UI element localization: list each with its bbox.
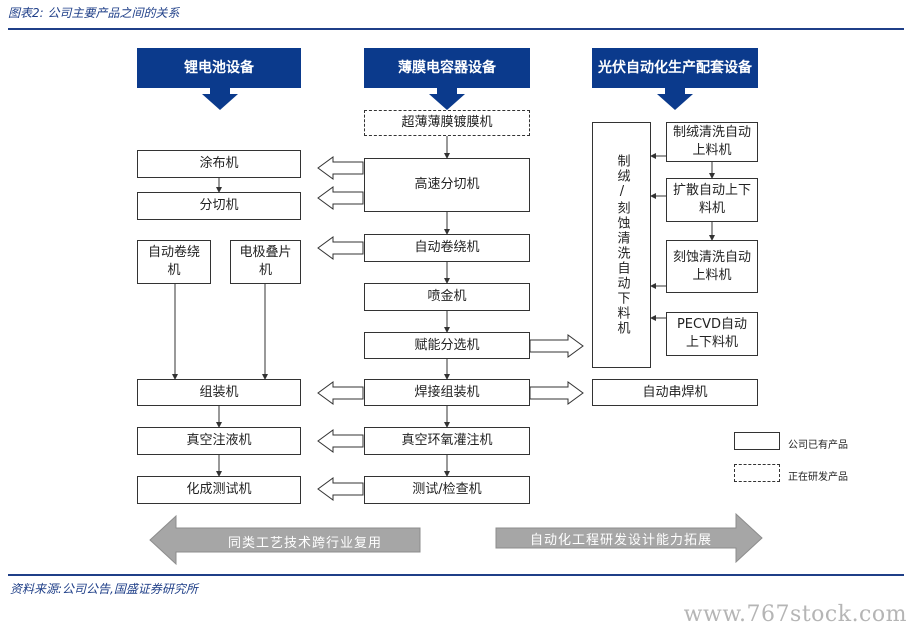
lithium-slitting: 分切机 [137,192,301,220]
legend-existing-label: 公司已有产品 [788,440,848,451]
lithium-stacking: 电极叠片机 [230,240,301,284]
hollow-arrow-left-6 [317,477,364,501]
hollow-arrow-left-2 [317,186,364,210]
header-down-arrow-lithium [202,88,238,110]
legend-developing-swatch [734,464,780,482]
top-rule [8,28,904,30]
film-testing: 测试/检查机 [364,476,530,504]
header-lithium: 锂电池设备 [137,48,301,88]
bottom-arrow-left-label: 同类工艺技术跨行业复用 [227,536,382,551]
legend-developing-label: 正在研发产品 [788,472,848,483]
film-ultra-coating: 超薄薄膜镀膜机 [364,110,530,136]
hollow-arrow-left-3 [317,236,364,260]
film-energizing: 赋能分选机 [364,332,530,359]
pv-texturing-etching-label: 制绒/刻蚀清洗自动下料机 [614,154,630,336]
pv-diffusion-loader: 扩散自动上下料机 [666,178,758,222]
lithium-winding: 自动卷绕机 [137,240,211,284]
header-film: 薄膜电容器设备 [364,48,530,88]
pv-pecvd-loader: PECVD自动上下料机 [666,312,758,356]
pv-stringer: 自动串焊机 [592,379,758,406]
bottom-arrow-right [495,512,763,564]
lithium-assembly: 组装机 [137,379,301,406]
header-down-arrow-pv [657,88,693,110]
legend-existing-swatch [734,432,780,450]
bottom-arrow-left [149,514,421,566]
pv-etching-loader: 刻蚀清洗自动上料机 [666,240,758,293]
bottom-arrow-right-label: 自动化工程研发设计能力拓展 [529,533,712,548]
hollow-arrow-left-5 [317,429,364,453]
film-high-speed-slitting: 高速分切机 [364,158,530,212]
lithium-coating: 涂布机 [137,150,301,178]
pv-texturing-loader: 制绒清洗自动上料机 [666,122,758,162]
film-spraying: 喷金机 [364,283,530,311]
pv-texturing-etching-unloader: 制绒/刻蚀清洗自动下料机 [592,122,651,368]
lithium-vacuum-filling: 真空注液机 [137,427,301,455]
hollow-arrow-right-1 [529,334,584,358]
hollow-arrow-left-1 [317,156,364,180]
hollow-arrow-right-2 [529,381,584,405]
hollow-arrow-left-4 [317,381,364,405]
source-note: 资料来源:公司公告,国盛证券研究所 [10,582,198,596]
film-auto-winding: 自动卷绕机 [364,234,530,262]
watermark: www.767stock.com [683,602,907,627]
lithium-formation: 化成测试机 [137,476,301,504]
header-down-arrow-film [429,88,465,110]
figure-title: 图表2: 公司主要产品之间的关系 [8,6,180,20]
bottom-rule [8,574,904,576]
header-pv: 光伏自动化生产配套设备 [592,48,758,88]
film-epoxy-potting: 真空环氧灌注机 [364,427,530,455]
film-welding-assembly: 焊接组装机 [364,379,530,406]
